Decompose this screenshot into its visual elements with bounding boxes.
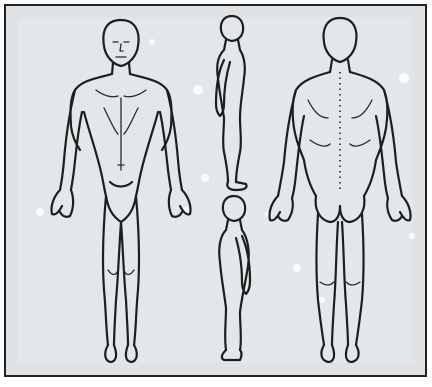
panel-inner-shade <box>18 18 413 363</box>
